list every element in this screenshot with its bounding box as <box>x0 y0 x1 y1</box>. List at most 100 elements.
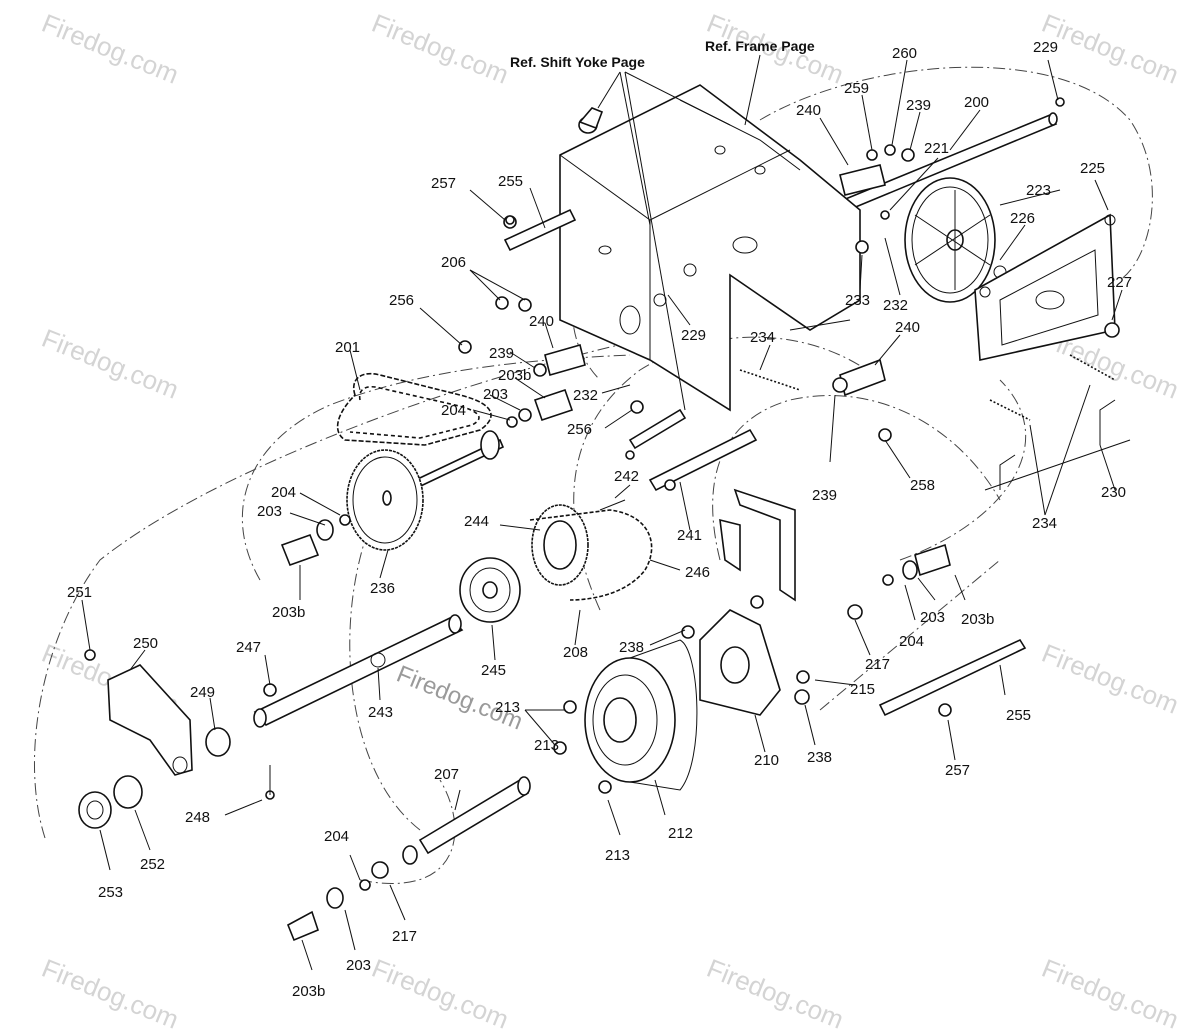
part-label: 259 <box>844 80 869 97</box>
part-label: 213 <box>605 847 630 864</box>
part-label: 229 <box>1033 39 1058 56</box>
part-label: 208 <box>563 644 588 661</box>
watermark: Firedog.com <box>1038 8 1180 90</box>
pulley-bracket <box>699 609 781 716</box>
part-label: 252 <box>140 856 165 873</box>
part-label: 204 <box>271 484 296 501</box>
part-label: 255 <box>1006 707 1031 724</box>
guide-lines <box>33 66 1153 884</box>
part-label: 247 <box>236 639 261 656</box>
part-label: 229 <box>681 327 706 344</box>
part-label: 240 <box>529 313 554 330</box>
drive-chain <box>336 373 492 446</box>
part-label: 255 <box>498 173 523 190</box>
part-label: 203b <box>272 604 305 621</box>
watermark: Firedog.com <box>1038 953 1180 1034</box>
watermark: Firedog.com <box>1038 638 1180 720</box>
part-label: 250 <box>133 635 158 652</box>
part-label: 234 <box>750 329 775 346</box>
part-label: 230 <box>1101 484 1126 501</box>
ref-shift-yoke-label: Ref. Shift Yoke Page <box>510 54 645 70</box>
part-label: 200 <box>964 94 989 111</box>
part-label: 217 <box>392 928 417 945</box>
part-label: 203b <box>292 983 325 1000</box>
pinion-shaft <box>403 430 505 494</box>
part-label: 234 <box>1032 515 1057 532</box>
part-label: 204 <box>899 633 924 650</box>
part-label: 226 <box>1010 210 1035 227</box>
part-label: 253 <box>98 884 123 901</box>
shift-shaft <box>648 428 796 602</box>
part-label: 239 <box>489 345 514 362</box>
part-label: 203b <box>961 611 994 628</box>
part-label: 245 <box>481 662 506 679</box>
part-label: 203 <box>257 503 282 520</box>
watermark: Firedog.com <box>38 323 183 405</box>
frame-housing <box>503 84 861 412</box>
part-label: 217 <box>865 656 890 673</box>
part-label: 221 <box>924 140 949 157</box>
part-label: 240 <box>796 102 821 119</box>
watermark: Firedog.com <box>368 953 513 1034</box>
part-label: 238 <box>807 749 832 766</box>
part-label: 236 <box>370 580 395 597</box>
part-labels: 229 260 259 239 200 240 221 257 255 223 … <box>67 39 1132 1000</box>
part-label: 249 <box>190 684 215 701</box>
reference-labels: Ref. Shift Yoke Page Ref. Frame Page <box>510 38 815 70</box>
bearing-flanges <box>280 164 951 942</box>
drive-shaft <box>253 614 464 728</box>
part-label: 204 <box>441 402 466 419</box>
rods <box>878 399 1131 717</box>
part-label: 246 <box>685 564 710 581</box>
part-label: 212 <box>668 825 693 842</box>
part-label: 241 <box>677 527 702 544</box>
part-label: 233 <box>845 292 870 309</box>
part-label: 203 <box>346 957 371 974</box>
large-sprocket <box>346 449 424 551</box>
part-label: 242 <box>614 468 639 485</box>
drive-pulley <box>584 639 698 791</box>
part-label: 257 <box>431 175 456 192</box>
part-label: 243 <box>368 704 393 721</box>
part-label: 232 <box>573 387 598 404</box>
part-label: 258 <box>910 477 935 494</box>
shaft-bracket <box>107 664 193 776</box>
watermark: Firedog.com <box>368 8 513 90</box>
part-label: 256 <box>389 292 414 309</box>
part-label: 251 <box>67 584 92 601</box>
sprocket-hub <box>459 557 521 623</box>
part-label: 223 <box>1026 182 1051 199</box>
impeller-shaft <box>402 776 531 865</box>
springs <box>739 354 1116 421</box>
watermark: Firedog.com <box>38 8 183 90</box>
part-label: 240 <box>895 319 920 336</box>
bearing-parts <box>78 727 231 829</box>
part-label: 207 <box>434 766 459 783</box>
part-label: 213 <box>495 699 520 716</box>
sprocket-chain <box>529 504 653 601</box>
part-label: 232 <box>883 297 908 314</box>
part-label: 248 <box>185 809 210 826</box>
hardware <box>84 97 1120 891</box>
part-label: 238 <box>619 639 644 656</box>
frame-bushing <box>578 107 604 134</box>
part-label: 256 <box>567 421 592 438</box>
part-label: 239 <box>812 487 837 504</box>
part-label: 204 <box>324 828 349 845</box>
part-label: 257 <box>945 762 970 779</box>
part-label: 213 <box>534 737 559 754</box>
ref-frame-label: Ref. Frame Page <box>705 38 815 54</box>
part-label: 239 <box>906 97 931 114</box>
part-label: 244 <box>464 513 489 530</box>
part-label: 227 <box>1107 274 1132 291</box>
shift-rod-upper <box>628 408 687 450</box>
watermark: Firedog.com <box>703 953 848 1034</box>
friction-wheel <box>904 177 1007 303</box>
watermark: Firedog.com <box>38 953 183 1034</box>
side-plate <box>974 213 1116 361</box>
part-label: 215 <box>850 681 875 698</box>
part-label: 203b <box>498 367 531 384</box>
part-label: 225 <box>1080 160 1105 177</box>
part-label: 203 <box>483 386 508 403</box>
